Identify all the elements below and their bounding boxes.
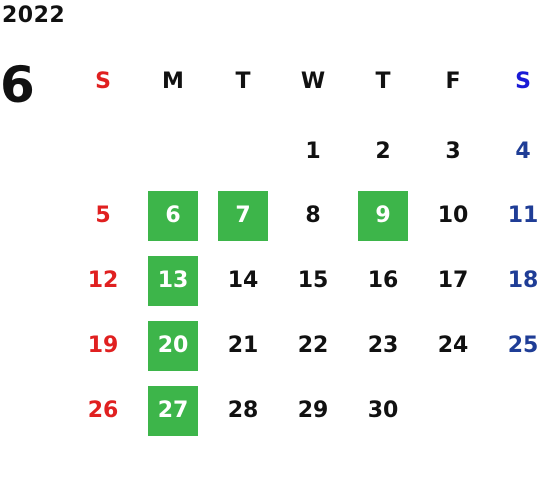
day-cell-23[interactable]: 23: [367, 333, 399, 358]
weekday-header-sat: S: [515, 69, 531, 94]
day-cell-6[interactable]: 6: [148, 191, 198, 241]
day-cell-2[interactable]: 2: [375, 139, 391, 164]
day-cell-24[interactable]: 24: [437, 333, 469, 358]
day-cell-10[interactable]: 10: [437, 203, 469, 228]
day-cell-13[interactable]: 13: [148, 256, 198, 306]
day-cell-3[interactable]: 3: [445, 139, 461, 164]
weekday-header-wed: W: [300, 69, 326, 94]
year-label: 2022: [2, 3, 66, 28]
day-cell-22[interactable]: 22: [297, 333, 329, 358]
day-cell-1[interactable]: 1: [305, 139, 321, 164]
day-cell-26[interactable]: 26: [87, 398, 119, 423]
day-cell-8[interactable]: 8: [305, 203, 321, 228]
day-cell-16[interactable]: 16: [367, 268, 399, 293]
day-cell-21[interactable]: 21: [227, 333, 259, 358]
day-cell-18[interactable]: 18: [507, 268, 539, 293]
day-cell-15[interactable]: 15: [297, 268, 329, 293]
day-cell-29[interactable]: 29: [297, 398, 329, 423]
day-cell-9[interactable]: 9: [358, 191, 408, 241]
day-cell-11[interactable]: 11: [507, 203, 539, 228]
weekday-header-fri: F: [445, 69, 461, 94]
day-cell-28[interactable]: 28: [227, 398, 259, 423]
day-cell-20[interactable]: 20: [148, 321, 198, 371]
day-cell-30[interactable]: 30: [367, 398, 399, 423]
day-cell-5[interactable]: 5: [95, 203, 111, 228]
day-cell-4[interactable]: 4: [515, 139, 531, 164]
day-cell-19[interactable]: 19: [87, 333, 119, 358]
day-cell-7[interactable]: 7: [218, 191, 268, 241]
day-cell-17[interactable]: 17: [437, 268, 469, 293]
weekday-header-mon: M: [162, 69, 184, 94]
day-cell-25[interactable]: 25: [507, 333, 539, 358]
day-cell-14[interactable]: 14: [227, 268, 259, 293]
day-cell-27[interactable]: 27: [148, 386, 198, 436]
month-number: 6: [0, 56, 35, 114]
weekday-header-tue: T: [235, 69, 251, 94]
day-cell-12[interactable]: 12: [87, 268, 119, 293]
weekday-header-thu: T: [375, 69, 391, 94]
weekday-header-sun: S: [95, 69, 111, 94]
